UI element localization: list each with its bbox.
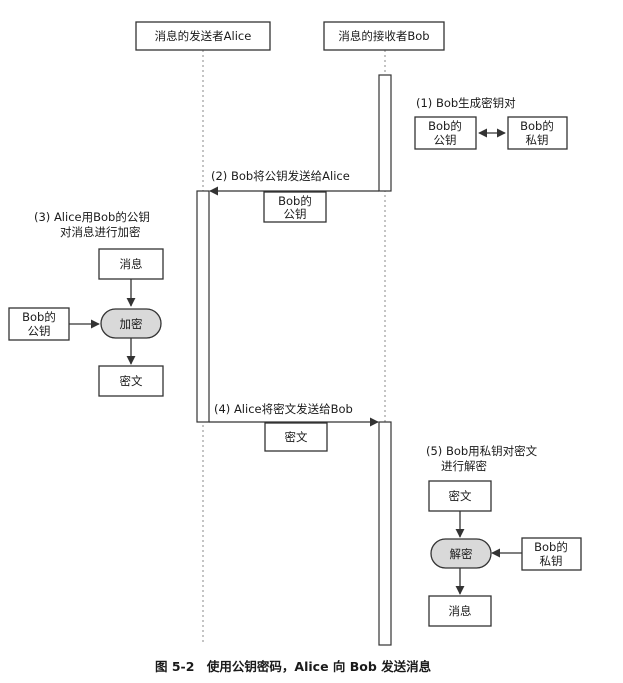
bob-activation-1 (378, 74, 392, 192)
alice-participant-box (135, 21, 271, 51)
bob-public-key-box-2-line2: 公钥 (284, 207, 307, 221)
bob-public-key-box-1-line1: Bob的 (428, 119, 462, 133)
step-3-label-line2: 对消息进行加密 (60, 225, 141, 239)
bob-private-key-box-2-line2: 私钥 (540, 554, 563, 568)
bob-participant-box (323, 21, 445, 51)
step-4-label: (4) Alice将密文发送给Bob (214, 402, 353, 416)
bob-private-key-box-2-line1: Bob的 (534, 540, 568, 554)
alice-participant-label: 消息的发送者Alice (155, 29, 252, 43)
figure-caption: 图 5-2 使用公钥密码，Alice 向 Bob 发送消息 (155, 659, 432, 674)
bob-activation-2 (378, 421, 392, 646)
step-5-label-line2: 进行解密 (441, 459, 487, 473)
message-box-1-label: 消息 (120, 257, 143, 271)
bob-private-key-box-1-line2: 私钥 (526, 133, 549, 147)
ciphertext-box-1-label: 密文 (120, 374, 143, 388)
bob-participant-label: 消息的接收者Bob (338, 29, 429, 43)
bob-public-key-box-3-line1: Bob的 (22, 310, 56, 324)
ciphertext-box-1 (98, 365, 164, 397)
ciphertext-box-3-label: 密文 (449, 489, 472, 503)
bob-public-key-box-1-line2: 公钥 (434, 133, 457, 147)
step-2-label: (2) Bob将公钥发送给Alice (211, 169, 350, 183)
ciphertext-box-2-label: 密文 (285, 430, 308, 444)
decrypt-process-label: 解密 (450, 547, 473, 561)
ciphertext-box-2 (264, 422, 328, 452)
step-1-label: (1) Bob生成密钥对 (416, 96, 516, 110)
encrypt-process-label: 加密 (120, 317, 143, 331)
step-3-label-line1: (3) Alice用Bob的公钥 (34, 210, 150, 224)
ciphertext-box-3 (428, 480, 492, 512)
bob-public-key-box-3-line2: 公钥 (28, 324, 51, 338)
bob-public-key-box-1 (414, 116, 477, 150)
bob-public-key-box-2 (263, 191, 327, 223)
message-box-2-label: 消息 (449, 604, 472, 618)
bob-private-key-box-1-line1: Bob的 (520, 119, 554, 133)
message-box-1 (98, 248, 164, 280)
message-box-2 (428, 595, 492, 627)
alice-activation (196, 190, 210, 423)
decrypt-process (430, 538, 492, 569)
bob-public-key-box-3 (8, 307, 70, 341)
bob-private-key-box-2 (521, 537, 582, 571)
bob-public-key-box-2-line1: Bob的 (278, 194, 312, 208)
bob-private-key-box-1 (507, 116, 568, 150)
step-5-label-line1: (5) Bob用私钥对密文 (426, 444, 538, 458)
